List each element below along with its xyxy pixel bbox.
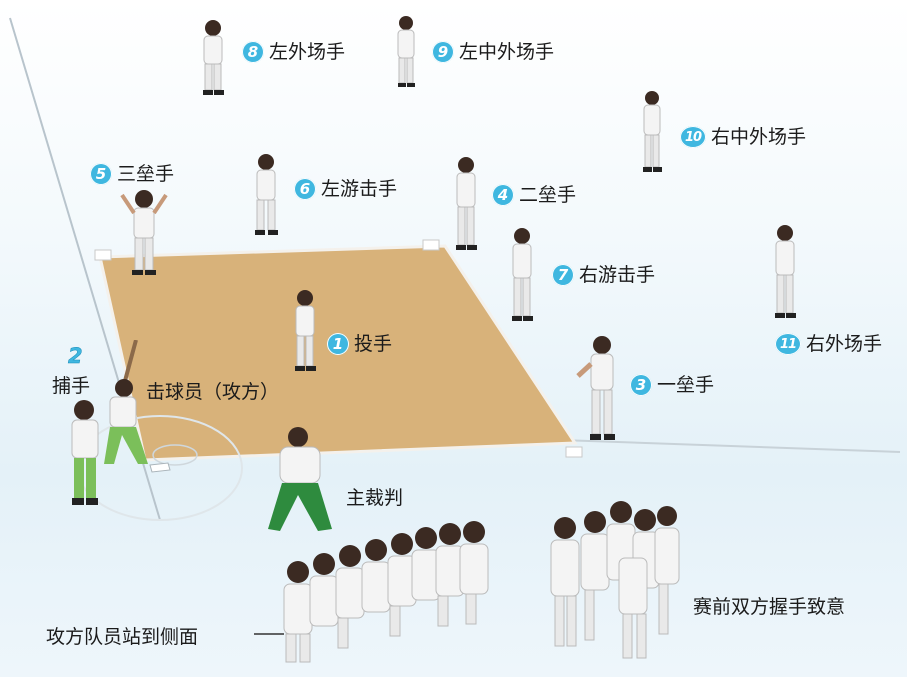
position-name-2: 捕手 — [52, 375, 91, 397]
offense-side-caption: 攻方队员站到侧面 — [46, 626, 199, 648]
position-name-8: 左外场手 — [269, 40, 346, 63]
offense-side-pointer-line — [254, 633, 284, 635]
player-figure-1 — [295, 290, 316, 371]
offense-players-group — [283, 521, 489, 663]
third-base — [94, 249, 112, 261]
number-badge-7: 7 — [552, 264, 574, 286]
label-pitcher: 1 投手 — [327, 333, 392, 355]
player-figure-4 — [456, 157, 477, 250]
position-name-6: 左游击手 — [321, 177, 398, 200]
position-name-9: 左中外场手 — [459, 40, 555, 63]
home-plate-area — [152, 444, 198, 466]
batter-caption: 击球员（攻方） — [146, 381, 280, 403]
label-right-center-fielder: 10 右中外场手 — [680, 126, 806, 148]
position-name-7: 右游击手 — [579, 263, 656, 286]
position-name-10: 右中外场手 — [711, 125, 807, 148]
label-left-shortstop: 6 左游击手 — [294, 178, 397, 200]
label-first-baseman: 3 一垒手 — [630, 374, 714, 396]
player-figure-11 — [775, 225, 796, 318]
number-badge-10: 10 — [680, 126, 706, 148]
number-badge-4: 4 — [492, 184, 514, 206]
player-figure-6 — [255, 154, 278, 235]
home-plate — [149, 462, 171, 473]
number-badge-9: 9 — [432, 41, 454, 63]
number-badge-3: 3 — [630, 374, 652, 396]
label-right-fielder: 11 右外场手 — [775, 333, 882, 355]
position-name-1: 投手 — [354, 332, 393, 355]
position-name-11: 右外场手 — [806, 332, 883, 355]
catcher-figure — [71, 400, 99, 505]
label-third-baseman: 5 三垒手 — [90, 163, 174, 185]
label-catcher-number: 2 — [68, 344, 83, 368]
number-badge-11: 11 — [775, 333, 801, 355]
number-badge-1: 1 — [327, 333, 349, 355]
label-right-shortstop: 7 右游击手 — [552, 264, 655, 286]
player-figure-8 — [203, 20, 224, 95]
handshake-players-group — [550, 501, 680, 659]
number-badge-6: 6 — [294, 178, 316, 200]
number-badge-8: 8 — [242, 41, 264, 63]
player-figure-9 — [397, 16, 415, 87]
position-name-5: 三垒手 — [117, 162, 175, 185]
player-figure-7 — [512, 228, 533, 321]
umpire-figure — [268, 427, 332, 531]
batter-figure — [104, 340, 148, 464]
label-second-baseman: 4 二垒手 — [492, 184, 576, 206]
handshake-caption: 赛前双方握手致意 — [693, 596, 846, 618]
right-foul-line — [559, 439, 901, 453]
umpire-caption: 主裁判 — [346, 487, 404, 509]
player-figure-3 — [576, 336, 615, 440]
first-base — [565, 446, 583, 458]
position-name-4: 二垒手 — [519, 183, 577, 206]
label-left-fielder: 8 左外场手 — [242, 41, 345, 63]
second-base — [422, 239, 440, 251]
label-left-center-fielder: 9 左中外场手 — [432, 41, 554, 63]
number-badge-2: 2 — [68, 344, 83, 368]
player-figure-10 — [643, 91, 662, 172]
number-badge-5: 5 — [90, 163, 112, 185]
position-name-3: 一垒手 — [657, 373, 715, 396]
player-figure-5 — [120, 190, 168, 275]
label-catcher: 捕手 — [52, 377, 90, 396]
